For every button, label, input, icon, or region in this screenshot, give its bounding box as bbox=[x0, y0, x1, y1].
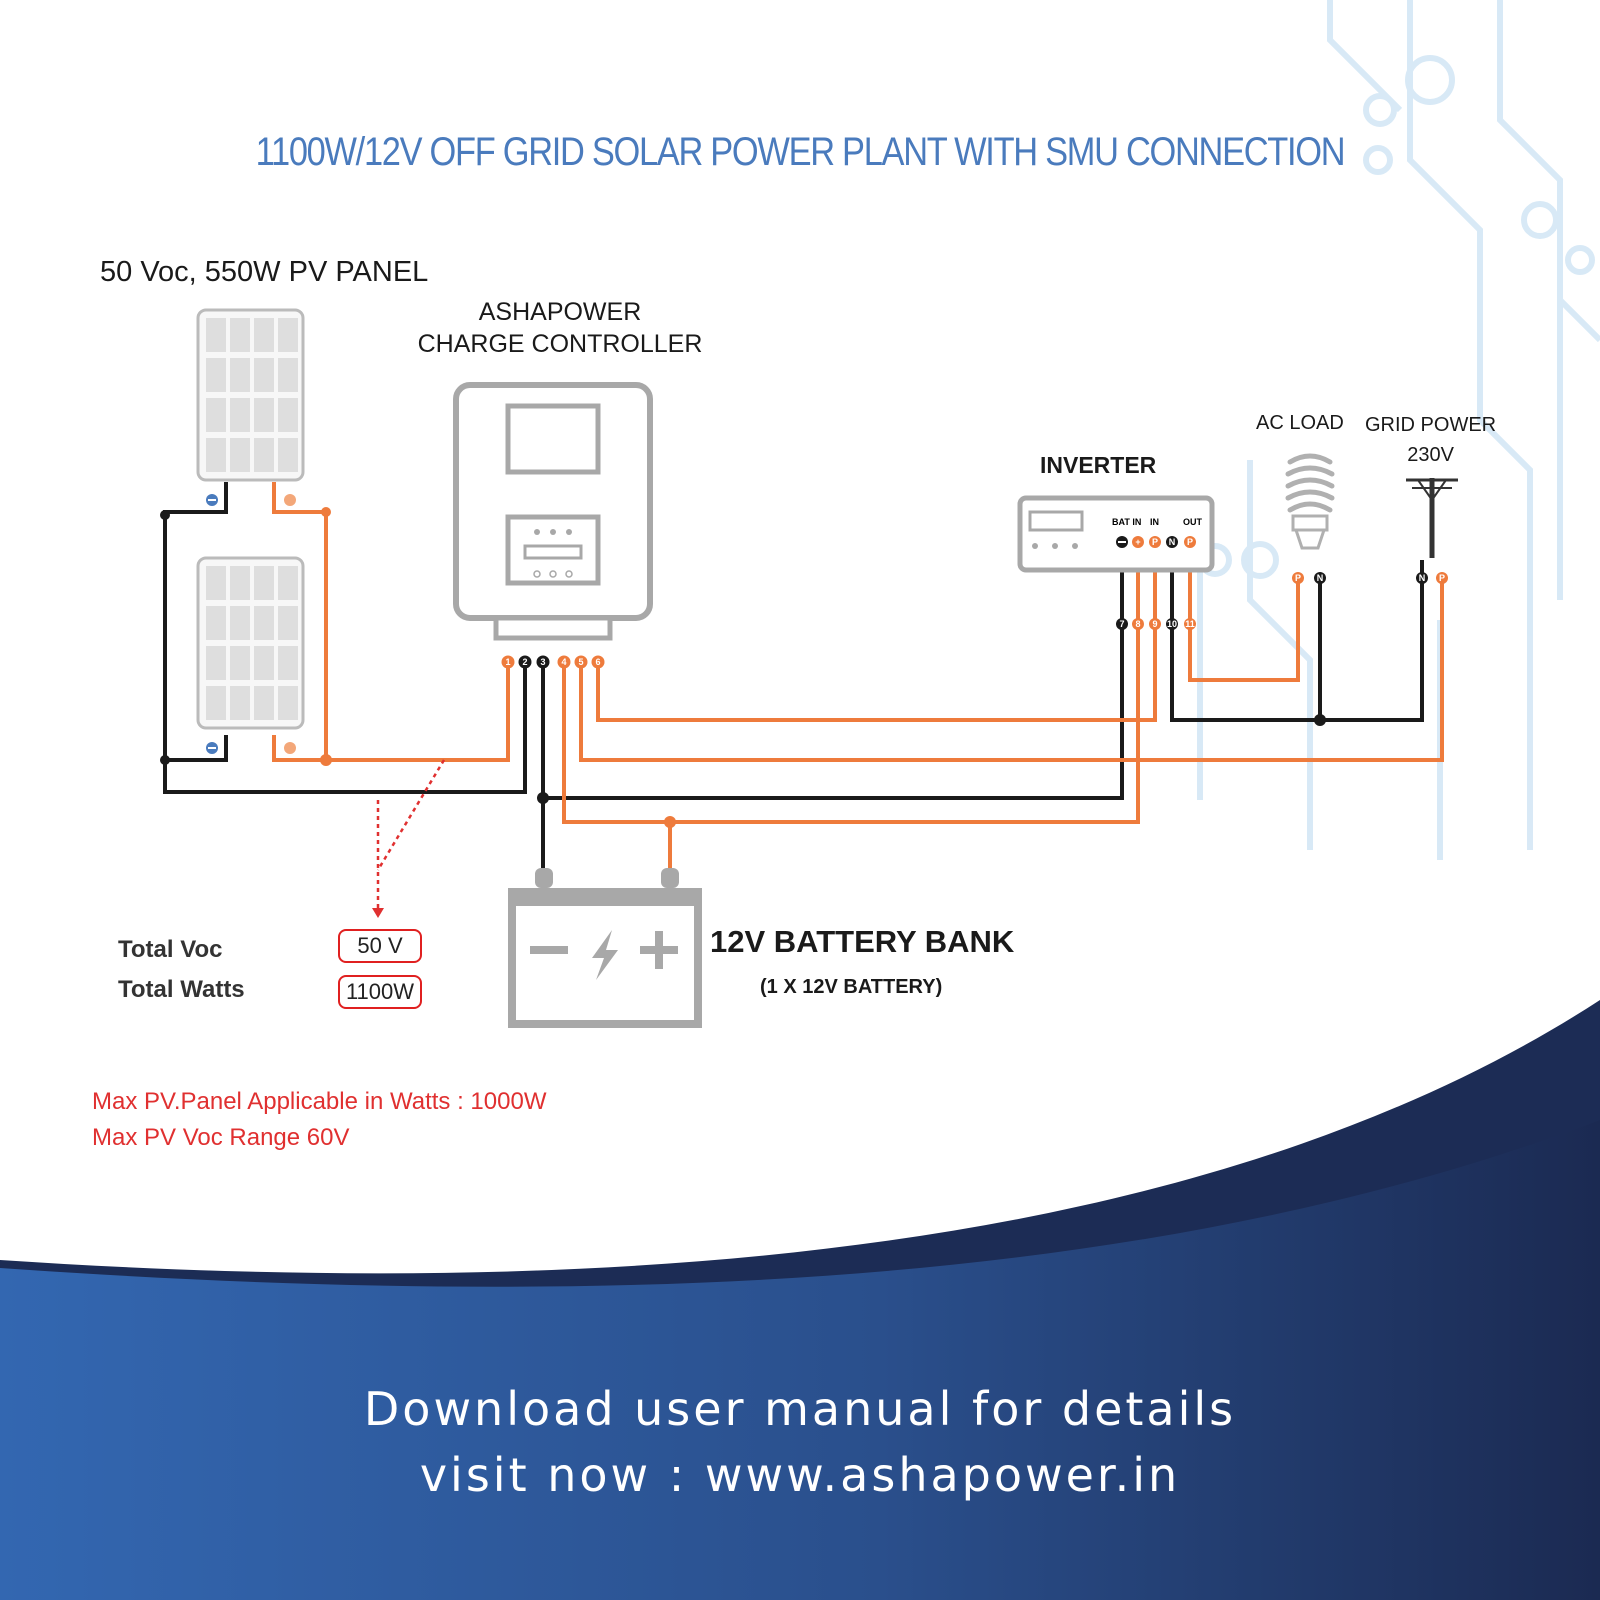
battery-icon bbox=[508, 868, 702, 1028]
power-pole-icon: N P bbox=[1406, 478, 1458, 584]
total-voc-value: 50 V bbox=[338, 929, 422, 963]
bulb-icon: P N bbox=[1285, 453, 1335, 584]
grid-power-title: GRID POWER bbox=[1365, 414, 1497, 436]
svg-text:N: N bbox=[1419, 573, 1426, 583]
pv-panel-top bbox=[196, 308, 305, 482]
svg-text:P: P bbox=[1187, 537, 1193, 547]
charge-controller-device bbox=[453, 382, 653, 641]
total-voc-label: Total Voc bbox=[118, 936, 223, 963]
svg-text:BAT IN: BAT IN bbox=[1112, 517, 1141, 527]
website-link[interactable]: visit now : www.ashapower.in bbox=[419, 1448, 1181, 1502]
pv-wiring bbox=[163, 482, 527, 794]
svg-text:6: 6 bbox=[595, 657, 600, 667]
svg-text:7: 7 bbox=[1119, 619, 1124, 629]
page-title: 1100W/12V OFF GRID SOLAR POWER PLANT WIT… bbox=[255, 130, 1346, 174]
total-watts-value: 1100W bbox=[338, 975, 422, 1009]
svg-text:P: P bbox=[1295, 573, 1301, 583]
total-watts-label: Total Watts bbox=[118, 976, 245, 1003]
max-pv-watts-note: Max PV.Panel Applicable in Watts : 1000W bbox=[92, 1088, 547, 1115]
grid-power-label: GRID POWER 230V bbox=[1365, 410, 1496, 470]
svg-text:2: 2 bbox=[522, 657, 527, 667]
svg-text:N: N bbox=[1317, 573, 1324, 583]
grid-power-voltage: 230V bbox=[1407, 444, 1454, 466]
svg-text:8: 8 bbox=[1135, 619, 1140, 629]
battery-bank-title: 12V BATTERY BANK bbox=[710, 924, 1015, 959]
svg-text:1: 1 bbox=[505, 657, 510, 667]
svg-text:9: 9 bbox=[1152, 619, 1157, 629]
svg-text:N: N bbox=[1169, 537, 1176, 547]
charge-controller-name: CHARGE CONTROLLER bbox=[417, 330, 703, 358]
svg-text:4: 4 bbox=[561, 657, 566, 667]
inverter-label: INVERTER bbox=[1040, 452, 1157, 478]
panel-positive-icon bbox=[284, 494, 296, 506]
charge-controller-label: ASHAPOWER CHARGE CONTROLLER bbox=[395, 296, 725, 360]
battery-bank-subtitle: (1 X 12V BATTERY) bbox=[760, 976, 943, 998]
svg-text:IN: IN bbox=[1150, 517, 1159, 527]
svg-text:P: P bbox=[1152, 537, 1158, 547]
voc-annotation-arrow bbox=[376, 759, 446, 908]
controller-terminals: 1 2 3 4 5 6 bbox=[501, 655, 605, 669]
svg-text:P: P bbox=[1439, 573, 1445, 583]
svg-text:5: 5 bbox=[578, 657, 583, 667]
pv-panel-bottom bbox=[196, 556, 305, 730]
pv-panel-label: 50 Voc, 550W PV PANEL bbox=[100, 256, 429, 288]
ac-load-label: AC LOAD bbox=[1256, 412, 1344, 434]
svg-text:3: 3 bbox=[540, 657, 545, 667]
svg-text:+: + bbox=[1135, 537, 1140, 547]
svg-text:OUT: OUT bbox=[1183, 517, 1203, 527]
inverter-terminals: 7 8 9 10 11 bbox=[1116, 618, 1196, 630]
inverter-device: BAT IN IN OUT + P N P bbox=[1017, 495, 1215, 573]
max-pv-voc-note: Max PV Voc Range 60V bbox=[92, 1124, 350, 1151]
svg-text:10: 10 bbox=[1167, 619, 1177, 629]
charge-controller-brand: ASHAPOWER bbox=[478, 298, 642, 326]
download-manual-text: Download user manual for details bbox=[363, 1382, 1237, 1436]
svg-text:11: 11 bbox=[1185, 619, 1195, 629]
footer-banner bbox=[0, 1120, 1600, 1600]
